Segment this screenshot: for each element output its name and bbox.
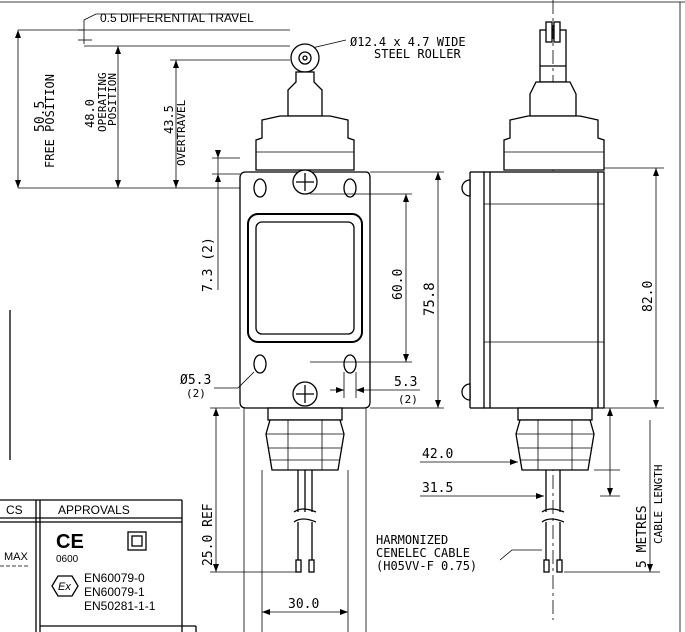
dim-60: 60.0 bbox=[391, 269, 406, 300]
hole-count: (2) bbox=[186, 387, 206, 400]
dim-30: 30.0 bbox=[288, 597, 319, 612]
dim-42: 42.0 bbox=[422, 447, 453, 462]
roller-label-line1: Ø12.4 x 4.7 WIDE bbox=[350, 35, 466, 49]
table-header-cs: CS bbox=[6, 503, 23, 517]
cable-label-line3: (H05VV-F 0.75) bbox=[376, 559, 477, 573]
side-view bbox=[461, 0, 605, 620]
dim-7-3: 7.3 (2) bbox=[201, 237, 216, 292]
height-dimensions bbox=[15, 13, 290, 189]
dim-25-ref: 25.0 REF bbox=[201, 503, 216, 566]
roller bbox=[290, 43, 320, 73]
ex-mark-icon: Ex bbox=[58, 581, 71, 593]
roller-label-line2: STEEL ROLLER bbox=[374, 47, 461, 61]
dim-31-5: 31.5 bbox=[422, 481, 453, 496]
free-position-value: 50.5 bbox=[33, 101, 48, 132]
cable-length-label: CABLE LENGTH bbox=[652, 465, 665, 544]
side-dimensions bbox=[420, 167, 664, 573]
operating-label-line2: POSITION bbox=[106, 73, 119, 126]
roller-leader bbox=[311, 39, 347, 49]
front-dimensions bbox=[210, 150, 444, 632]
standard-3: EN50281-1-1 bbox=[84, 599, 156, 613]
free-position-label: FREE POSITION bbox=[43, 74, 57, 168]
front-view bbox=[239, 43, 371, 573]
ce-mark-icon: CE bbox=[56, 531, 84, 553]
overtravel-label: OVERTRAVEL bbox=[175, 99, 188, 166]
standard-2: EN60079-1 bbox=[84, 585, 145, 599]
dim-75-8: 75.8 bbox=[422, 282, 438, 316]
ce-number: 0600 bbox=[56, 554, 79, 565]
cable-label-line2: CENELEC CABLE bbox=[376, 546, 470, 560]
table-header-approvals: APPROVALS bbox=[58, 503, 130, 517]
slot-count: (2) bbox=[398, 393, 418, 406]
overtravel-value: 43.5 bbox=[162, 105, 176, 134]
approvals-table bbox=[0, 310, 197, 632]
differential-travel-label: 0.5 DIFFERENTIAL TRAVEL bbox=[100, 11, 254, 25]
hole-diameter: Ø5.3 bbox=[180, 373, 211, 388]
max-label: MAX bbox=[4, 551, 29, 563]
cable-length-value: 5 METRES bbox=[635, 505, 650, 568]
operating-label-line1: OPERATING bbox=[96, 72, 109, 132]
standard-1: EN60079-0 bbox=[84, 571, 145, 585]
dim-82: 82.0 bbox=[641, 281, 656, 312]
operating-value: 48.0 bbox=[83, 99, 97, 128]
cable-label-line1: HARMONIZED bbox=[376, 533, 448, 547]
slot-width: 5.3 bbox=[394, 375, 417, 390]
